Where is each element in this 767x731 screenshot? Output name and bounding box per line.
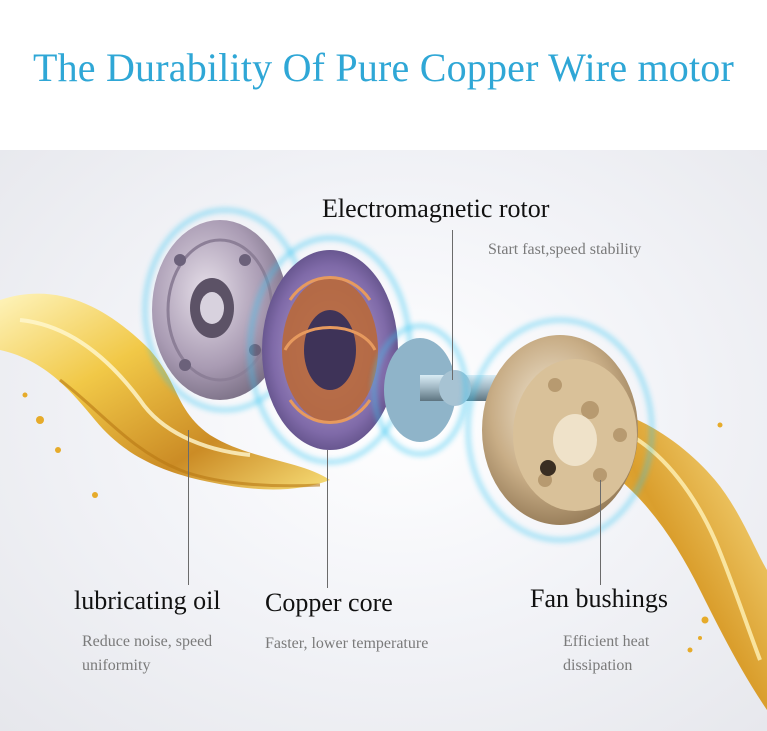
- core-description: Faster, lower temperature: [265, 635, 429, 652]
- oil-description-line1: Reduce noise, speed: [82, 633, 213, 650]
- oil-splash-left: [0, 293, 330, 498]
- rotor-description: Start fast,speed stability: [488, 241, 642, 258]
- page-title: The Durability Of Pure Copper Wire motor: [32, 45, 735, 90]
- title-band: The Durability Of Pure Copper Wire motor: [0, 0, 767, 150]
- electromagnetic-rotor: [372, 324, 500, 456]
- motor-scene: Electromagnetic rotor Start fast,speed s…: [0, 150, 767, 731]
- bushings-label: Fan bushings: [530, 584, 668, 613]
- oil-leader-line: [188, 430, 189, 585]
- oil-description-line2: uniformity: [82, 657, 151, 674]
- oil-label: lubricating oil: [74, 586, 221, 615]
- oil-splash-right: [601, 410, 767, 710]
- core-leader-line: [327, 450, 328, 588]
- core-label: Copper core: [265, 588, 393, 617]
- bushings-leader-line: [600, 480, 601, 585]
- fan-bushing-housing: [466, 318, 654, 542]
- left-end-cap: [143, 208, 307, 412]
- bushings-description-line2: dissipation: [563, 657, 633, 674]
- stator-copper-core: [248, 236, 412, 464]
- rotor-label: Electromagnetic rotor: [322, 194, 550, 223]
- rotor-leader-line: [452, 230, 453, 380]
- bushings-description-line1: Efficient heat: [563, 633, 650, 650]
- motor-illustration: [0, 208, 767, 710]
